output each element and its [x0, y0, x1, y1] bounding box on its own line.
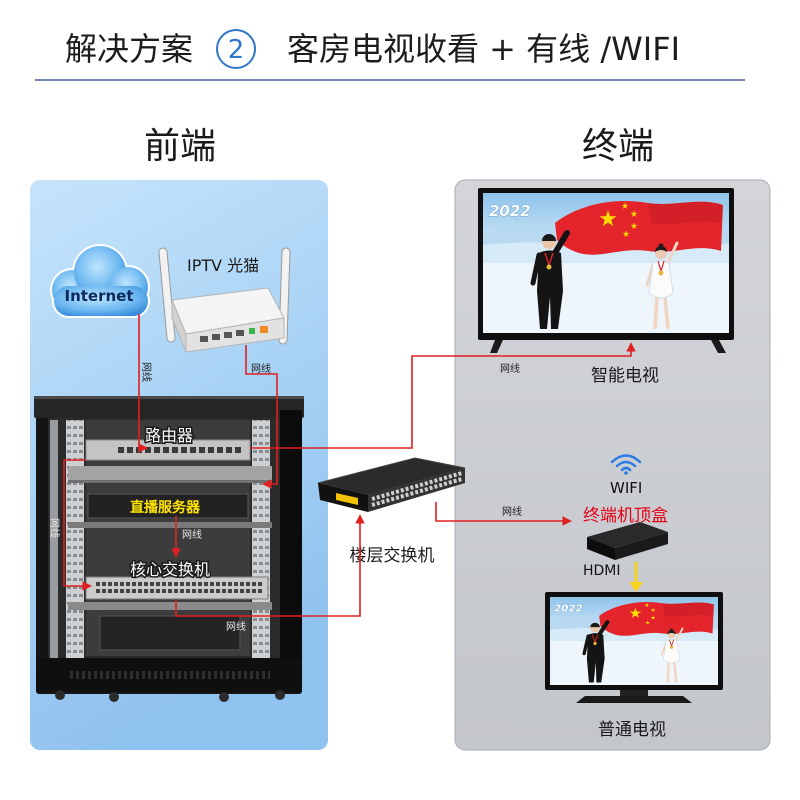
cable-label-core-floor: 网线: [226, 620, 246, 633]
internet-cloud: Internet: [50, 244, 150, 318]
cable-label-router-smart-tv: 网线: [500, 362, 520, 375]
smart-tv: 智能电视: [478, 188, 734, 386]
live-server-device: [87, 493, 249, 519]
router-label: 路由器: [145, 426, 193, 445]
title-suffix: 客房电视收看 + 有线 /WIFI: [287, 30, 680, 68]
page-title: 解决方案 2 客房电视收看 + 有线 /WIFI: [35, 29, 745, 81]
iptv-modem: IPTV 光猫: [158, 247, 291, 353]
regular-tv-screen: [550, 597, 718, 685]
server-rack: 路由器 直播服务器 核心交换机: [34, 396, 304, 702]
internet-label: Internet: [64, 287, 133, 305]
cable-label-floor-stb: 网线: [502, 505, 522, 518]
regular-tv-label: 普通电视: [598, 720, 666, 740]
cable-modem-to-router: [245, 345, 278, 489]
smart-tv-screen: [483, 193, 729, 333]
section-terminal-heading: 终端: [582, 126, 654, 167]
title-number: 2: [228, 35, 245, 65]
core-switch-device: [85, 576, 269, 600]
hdmi-arrow: [629, 562, 643, 592]
cable-core-to-floor-switch: [175, 514, 365, 617]
wifi-icon: [610, 454, 642, 475]
section-front-heading: 前端: [144, 126, 216, 167]
hdmi-label: HDMI: [583, 563, 621, 579]
floor-switch-label: 楼层交换机: [350, 546, 435, 566]
cable-internet-to-router: [138, 314, 148, 453]
floor-switch: 楼层交换机: [317, 457, 466, 566]
smart-tv-label: 智能电视: [591, 366, 659, 386]
cable-router-to-smart-tv: [250, 342, 636, 449]
circled-number-badge: [216, 29, 256, 69]
set-top-box-label: 终端机顶盒: [583, 506, 668, 526]
title-prefix: 解决方案: [65, 30, 193, 68]
network-cables: [63, 314, 636, 617]
cable-label-router-core: 网线: [48, 518, 61, 538]
cable-label-modem-router: 网线: [251, 362, 271, 375]
set-top-box: [587, 522, 668, 560]
cable-label-internet-router: 网线: [140, 362, 153, 382]
core-switch-label: 核心交换机: [130, 560, 210, 579]
live-server-label: 直播服务器: [130, 499, 201, 516]
modem-label: IPTV 光猫: [187, 256, 259, 275]
regular-tv: 普通电视: [545, 592, 723, 740]
cable-floor-switch-to-stb: [435, 502, 572, 526]
cable-router-to-core-switch: [63, 459, 92, 591]
cable-label-server-core: 网线: [182, 528, 202, 541]
wifi-label: WIFI: [610, 479, 642, 497]
